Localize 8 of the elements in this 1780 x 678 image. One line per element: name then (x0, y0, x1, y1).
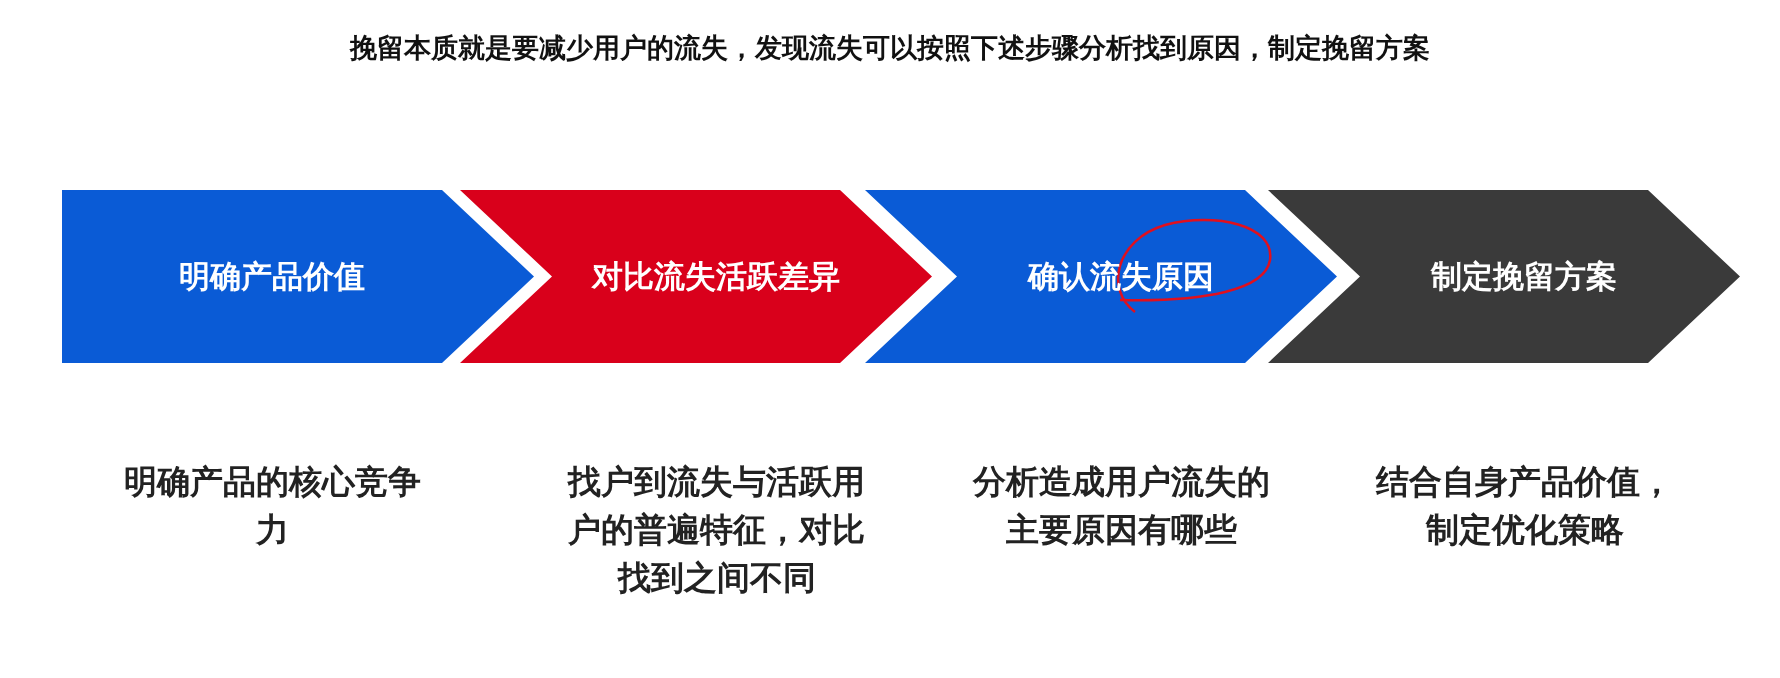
step-description: 分析造成用户流失的主要原因有哪些 (972, 461, 1271, 551)
title: 挽留本质就是要减少用户的流失，发现流失可以按照下述步骤分析找到原因，制定挽留方案 (348, 31, 1431, 65)
step-label: 明确产品价值 (179, 256, 365, 296)
step-label: 对比流失活跃差异 (592, 256, 840, 296)
step-label: 制定挽留方案 (1431, 256, 1617, 296)
step-description: 找户到流失与活跃用户的普遍特征，对比找到之间不同 (566, 461, 866, 599)
step-description: 明确产品的核心竞争力 (123, 461, 422, 551)
step-description: 结合自身产品价值，制定优化策略 (1374, 461, 1674, 551)
